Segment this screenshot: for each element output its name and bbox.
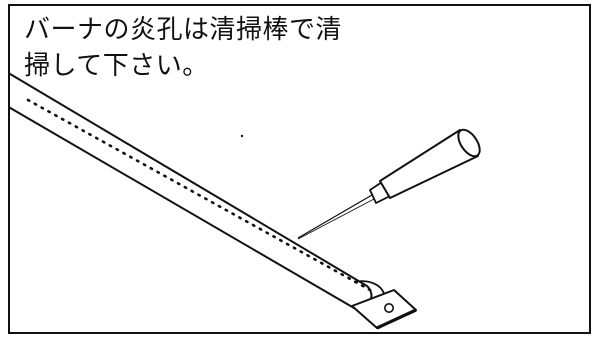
burner-pipe-icon: [10, 72, 386, 311]
cleaning-rod-icon: [297, 128, 481, 240]
mounting-plate-icon: [351, 289, 417, 330]
burner-pipe-body: [10, 72, 373, 310]
instruction-caption: バーナの炎孔は清掃棒で清 掃して下さい。: [24, 12, 404, 84]
rod-handle-end: [457, 128, 481, 158]
burner-cleaning-illustration: [10, 72, 481, 330]
instruction-panel: バーナの炎孔は清掃棒で清 掃して下さい。: [8, 4, 591, 334]
cleaning-needle: [297, 194, 373, 239]
plate-edge: [376, 308, 417, 330]
plate-hole: [383, 302, 394, 313]
caption-line-1: バーナの炎孔は清掃棒で清: [24, 15, 343, 45]
caption-line-2: 掃して下さい。: [24, 51, 209, 81]
flame-hole-row: [26, 98, 372, 292]
print-speck: [240, 134, 244, 138]
cleaning-needle-shadow: [297, 198, 375, 240]
